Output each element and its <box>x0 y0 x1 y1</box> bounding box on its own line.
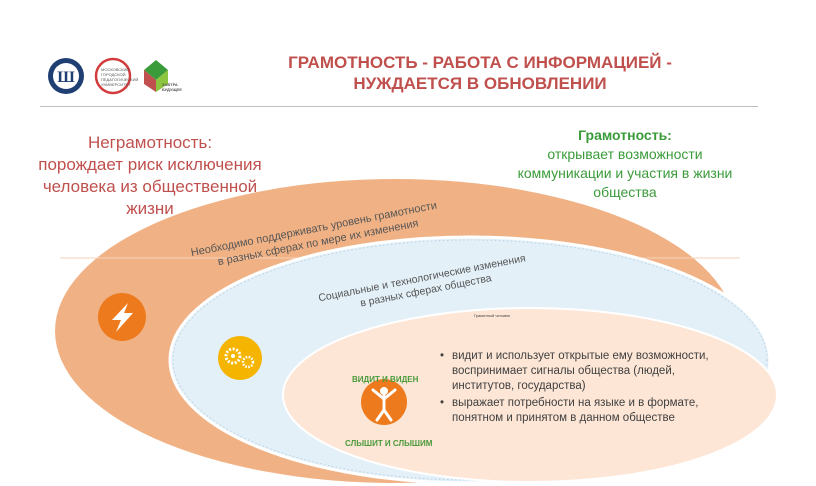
page-title: ГРАМОТНОСТЬ - РАБОТА С ИНФОРМАЦИЕЙ - НУЖ… <box>250 52 710 94</box>
sees-caption: ВИДИТ И ВИДЕН <box>352 375 419 384</box>
hse-logo: Ш <box>46 56 86 96</box>
inner-ellipse-label: Грамотный человек <box>474 313 511 318</box>
title-line-1: ГРАМОТНОСТЬ - РАБОТА С ИНФОРМАЦИЕЙ - <box>288 53 672 72</box>
header-divider <box>40 106 758 107</box>
literacy-heading: Грамотность: <box>578 127 672 143</box>
future-cube-icon <box>144 60 168 92</box>
gears-icon <box>218 336 262 380</box>
illiteracy-line-1: Неграмотность: <box>87 133 213 152</box>
person-icon <box>361 379 407 425</box>
hse-emblem-icon: Ш <box>48 58 84 94</box>
illiteracy-line-3: человека из общественной <box>42 177 258 196</box>
mgpu-logo: МОСКОВСКИЙ ГОРОДСКОЙ ПЕДАГОГИЧЕСКИЙ УНИВ… <box>93 56 139 96</box>
illiteracy-text: Неграмотность: порождает риск исключения… <box>0 132 300 220</box>
literacy-line-3: общества <box>593 184 657 200</box>
literate-person-bullets: видит и использует открытые ему возможно… <box>440 349 730 428</box>
future-logo: ЗАВТРА БУДУЩЕЕ <box>140 56 184 96</box>
bullet-item: видит и использует открытые ему возможно… <box>440 349 730 394</box>
future-text: ЗАВТРА БУДУЩЕЕ <box>162 82 182 92</box>
title-line-2: НУЖДАЕТСЯ В ОБНОВЛЕНИИ <box>353 74 607 93</box>
hse-letter: Ш <box>57 69 75 86</box>
mgpu-text: МОСКОВСКИЙ ГОРОДСКОЙ ПЕДАГОГИЧЕСКИЙ УНИВ… <box>101 67 139 87</box>
literacy-line-1: открывает возможности <box>547 146 703 162</box>
lightning-icon <box>98 293 146 341</box>
mgpu-ring-icon <box>94 57 132 95</box>
illiteracy-line-2: порождает риск исключения <box>38 155 262 174</box>
middle-ellipse-texture <box>172 239 768 481</box>
literacy-text: Грамотность: открывает возможности комму… <box>500 126 750 202</box>
bullet-item: выражает потребности на языке и в формат… <box>440 396 730 426</box>
illiteracy-line-4: жизни <box>126 199 174 218</box>
hears-caption: СЛЫШИТ И СЛЫШИМ <box>345 439 433 448</box>
literacy-line-2: коммуникации и участия в жизни <box>517 165 733 181</box>
